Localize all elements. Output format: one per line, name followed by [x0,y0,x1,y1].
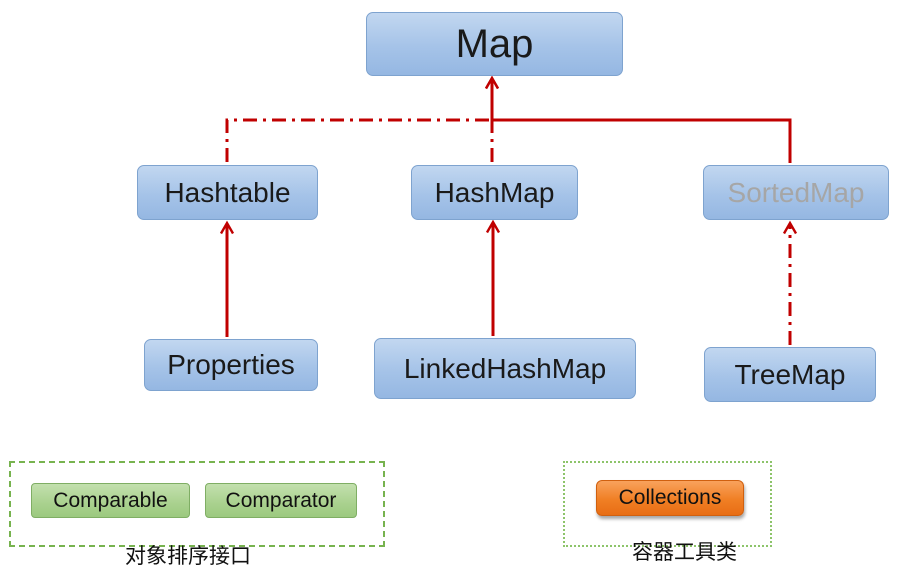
utility-group-box [563,461,772,547]
map-node: Map [366,12,623,76]
properties-node: Properties [144,339,318,391]
edge-hashtable-to-map [225,118,492,162]
edge-sortedmap-to-map [484,75,792,163]
treemap-node: TreeMap [704,347,876,402]
collections-box: Collections [596,480,744,516]
linkedhashmap-node: LinkedHashMap [374,338,636,399]
hashmap-node: HashMap [411,165,578,220]
comparator-box: Comparator [205,483,357,518]
sortedmap-node: SortedMap [703,165,889,220]
comparison-group-caption: 对象排序接口 [125,544,251,568]
utility-group-caption: 容器工具类 [632,540,737,564]
comparable-box: Comparable [31,483,190,518]
hashtable-node: Hashtable [137,165,318,220]
comparison-group-box [9,461,385,547]
